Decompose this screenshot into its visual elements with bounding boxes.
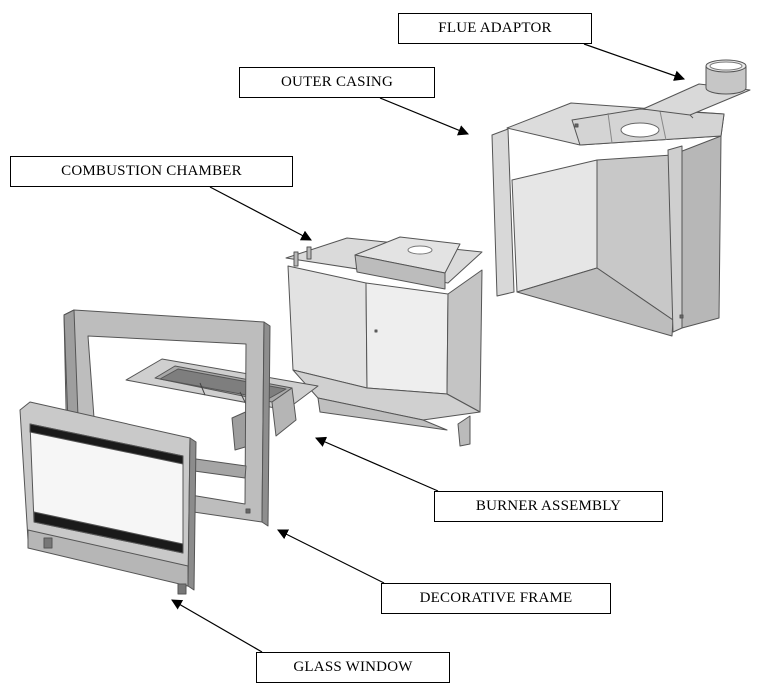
arrow-flue-adaptor <box>583 43 686 81</box>
label-decorative-frame: DECORATIVE FRAME <box>381 583 611 614</box>
outer-casing-part <box>491 102 725 337</box>
label-outer-casing: OUTER CASING <box>239 67 435 98</box>
arrow-combustion-chamber <box>209 186 312 241</box>
combustion-chamber-part <box>285 236 483 447</box>
label-glass-window: GLASS WINDOW <box>256 652 450 683</box>
arrow-glass-window <box>171 599 263 653</box>
label-flue-adaptor: FLUE ADAPTOR <box>398 13 592 44</box>
label-burner-assembly: BURNER ASSEMBLY <box>434 491 663 522</box>
arrow-burner-assembly <box>315 436 439 492</box>
label-combustion-chamber: COMBUSTION CHAMBER <box>10 156 293 187</box>
arrow-outer-casing <box>379 97 469 136</box>
leader-arrows <box>171 43 686 653</box>
glass-window-part <box>19 401 197 595</box>
flue-adaptor-part <box>642 59 751 119</box>
arrow-decorative-frame <box>277 529 385 584</box>
